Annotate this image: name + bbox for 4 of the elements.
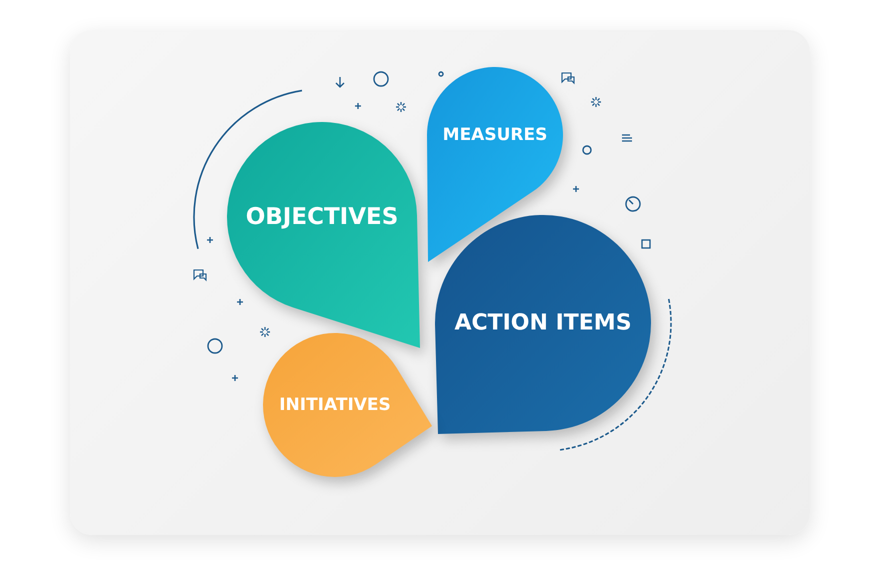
- bubble-label: INITIATIVES: [279, 395, 391, 415]
- bubble-label: ACTION ITEMS: [454, 310, 632, 336]
- bubble-label: OBJECTIVES: [246, 204, 398, 230]
- bubble-label: MEASURES: [442, 125, 548, 145]
